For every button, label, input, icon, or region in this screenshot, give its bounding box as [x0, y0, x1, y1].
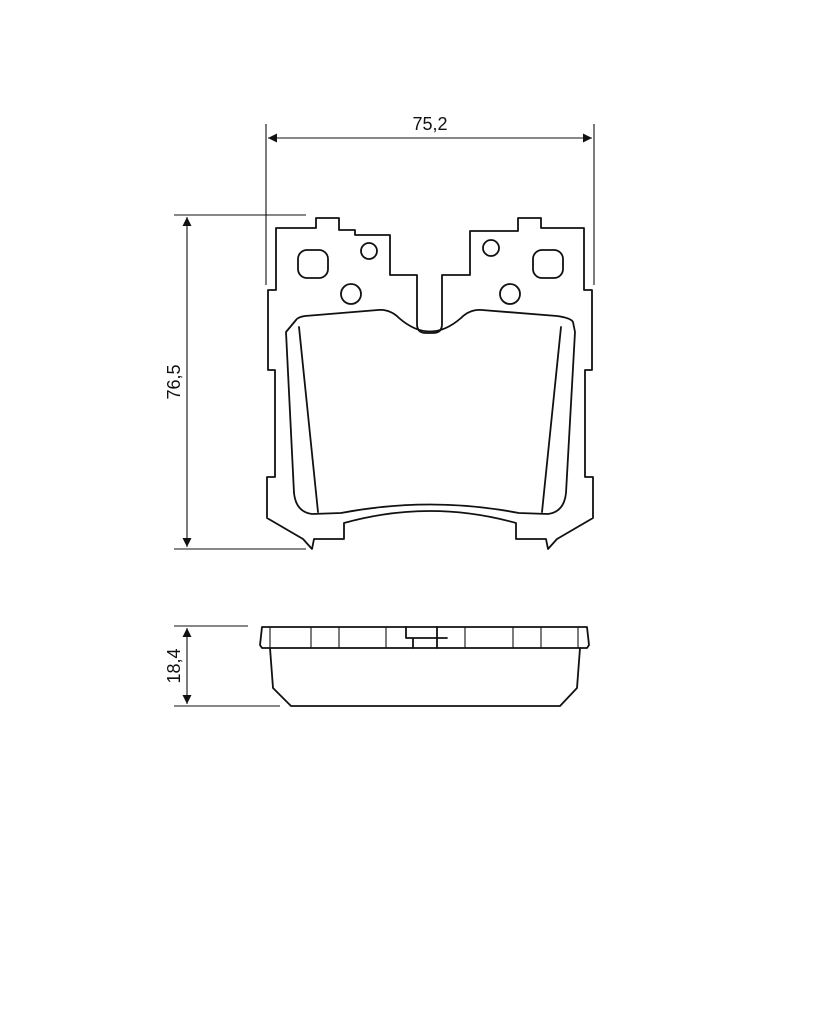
width-dimension: 75,2	[265, 114, 595, 285]
height-dimension-label: 76,5	[164, 364, 184, 399]
width-dimension-label: 75,2	[412, 114, 447, 134]
thickness-dimension: 18,4	[164, 625, 280, 707]
left-mounting-slot	[297, 249, 329, 279]
height-dimension: 76,5	[164, 214, 306, 550]
friction-material-outline	[285, 309, 576, 515]
side-friction-block	[269, 647, 581, 707]
left-upper-hole	[360, 242, 378, 260]
side-backing-plate	[259, 626, 590, 649]
right-upper-hole	[482, 239, 500, 257]
left-lower-hole	[340, 283, 362, 305]
backing-plate-outline	[266, 217, 594, 550]
right-mounting-slot	[532, 249, 564, 279]
friction-chamfer-left	[298, 326, 319, 513]
side-center-tab	[405, 626, 448, 649]
side-view	[259, 626, 590, 707]
thickness-dimension-label: 18,4	[164, 648, 184, 683]
friction-chamfer-right	[541, 326, 562, 513]
right-lower-hole	[499, 283, 521, 305]
